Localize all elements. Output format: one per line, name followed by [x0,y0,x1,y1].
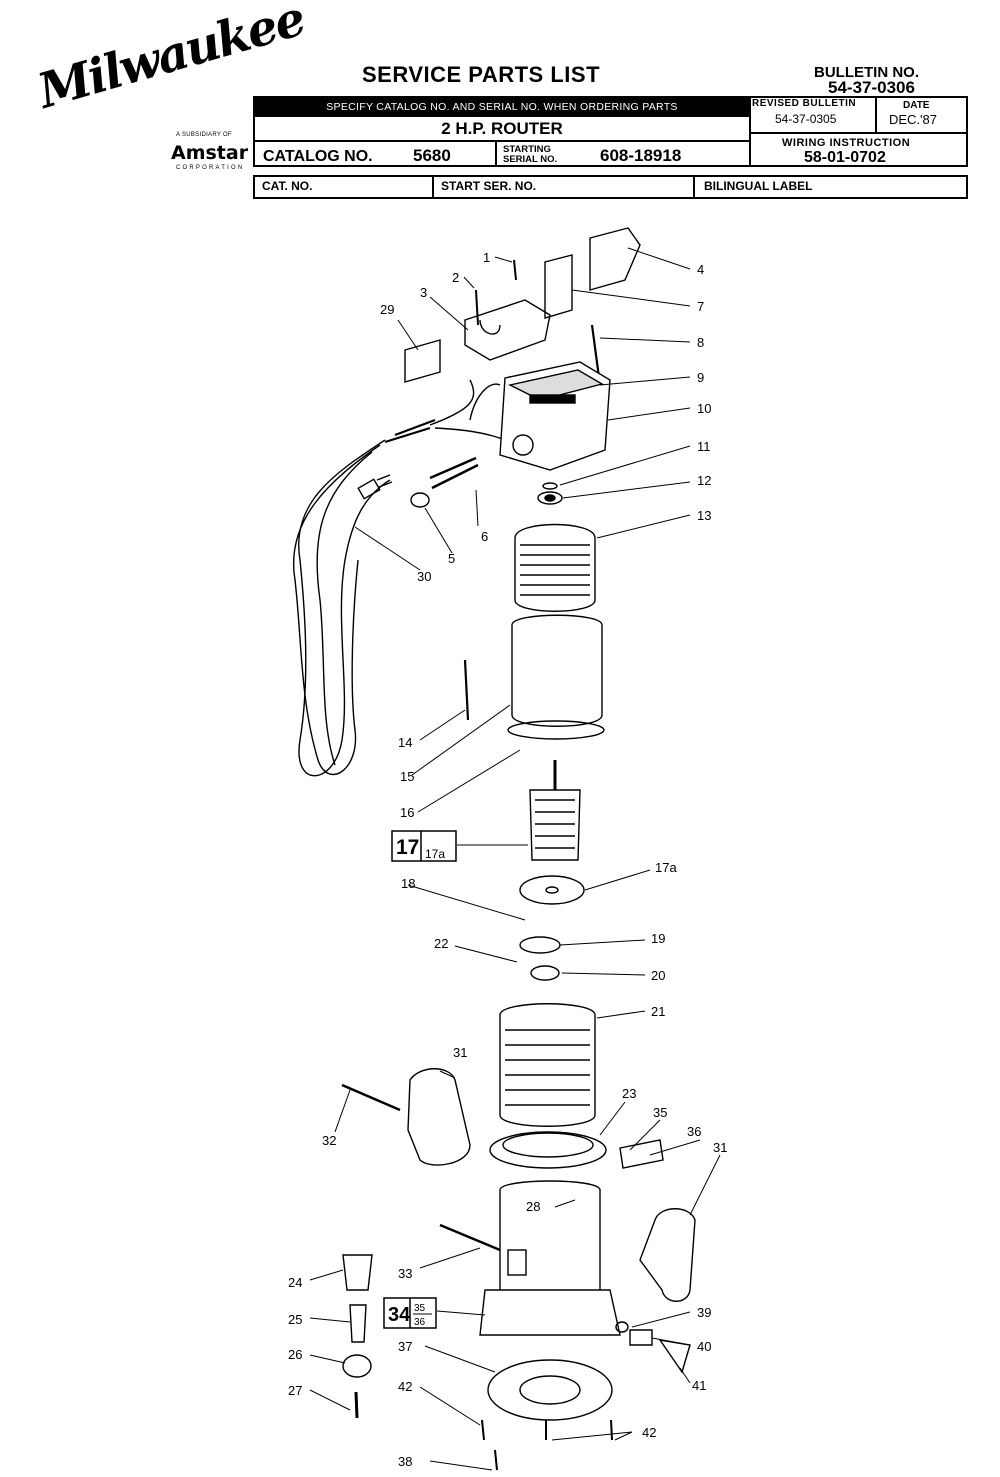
milwaukee-logo: Milwaukee A SUBSIDIARY OF Amstar CORPORA… [28,0,310,192]
callout-11: 11 [697,439,711,454]
row2-divider-2 [693,175,695,199]
callout-25: 25 [288,1312,302,1327]
document-title: SERVICE PARTS LIST [362,62,601,87]
callout-13: 13 [697,508,711,523]
callout-27: 27 [288,1383,302,1398]
callout-36-boxed: 36 [414,1317,426,1328]
bulletin-number: 54-37-0306 [828,78,915,97]
callout-2: 2 [452,270,459,285]
callout-35-boxed: 35 [414,1303,426,1314]
exploded-parts-diagram: 1 2 3 4 5 6 7 8 9 10 11 12 13 14 15 16 1… [288,227,727,1471]
row2-divider-1 [432,175,434,199]
callout-19: 19 [651,931,665,946]
callout-31-left: 31 [453,1045,467,1060]
cat-no-label: CAT. NO. [262,179,313,193]
callout-1: 1 [483,250,490,265]
callout-23: 23 [622,1086,636,1101]
catalog-label: CATALOG NO. [263,148,373,165]
date-divider [875,96,877,134]
wiring-instruction-label: WIRING INSTRUCTION [782,137,911,149]
callout-16: 16 [400,805,414,820]
callout-17a-boxed: 17a [425,847,445,861]
callout-17a: 17a [655,860,677,875]
date-value: DEC.'87 [889,112,938,127]
product-name: 2 H.P. ROUTER [441,119,563,138]
logo-corporation: CORPORATION [176,165,245,171]
callout-10: 10 [697,401,711,416]
callout-4: 4 [697,262,704,277]
starting-serial-label-line2: SERIAL NO. [503,154,558,165]
callout-33: 33 [398,1266,412,1281]
callout-21: 21 [651,1004,665,1019]
callout-28: 28 [526,1199,540,1214]
callout-6: 6 [481,529,488,544]
callout-22: 22 [434,936,448,951]
callout-40: 40 [697,1339,711,1354]
catalog-divider [253,140,751,142]
revised-bulletin-number: 54-37-0305 [775,112,837,126]
callout-42-left: 42 [398,1379,412,1394]
callout-7: 7 [697,299,704,314]
starting-serial-number: 608-18918 [600,146,682,165]
callout-42-right: 42 [642,1425,656,1440]
callout-29: 29 [380,302,394,317]
start-ser-label: START SER. NO. [441,179,537,193]
callout-32: 32 [322,1133,336,1148]
motor-drawing [463,523,607,1169]
callout-8: 8 [697,335,704,350]
callout-26: 26 [288,1347,302,1362]
logo-subsidiary-text: A SUBSIDIARY OF [176,132,232,138]
base-drawing [341,1068,696,1471]
serial-divider [495,140,497,167]
date-label: DATE [903,100,930,111]
callout-36: 36 [687,1124,701,1139]
callout-39: 39 [697,1305,711,1320]
callout-41: 41 [692,1378,706,1393]
callout-5: 5 [448,551,455,566]
callout-18: 18 [401,876,415,891]
callout-34: 34 [388,1304,411,1326]
ordering-banner: SPECIFY CATALOG NO. AND SERIAL NO. WHEN … [255,97,749,117]
callout-17: 17 [396,836,419,859]
upper-parts-drawing [404,227,641,508]
power-cord-drawing [292,379,513,777]
catalog-number: 5680 [413,146,451,165]
starting-serial-label-line1: STARTING [503,144,551,155]
logo-amstar: Amstar [171,142,249,164]
row2-box [253,175,968,199]
bilingual-label: BILINGUAL LABEL [704,179,813,193]
wiring-instruction-number: 58-01-0702 [804,149,886,166]
callout-30: 30 [417,569,431,584]
wiring-divider [749,132,968,134]
revised-bulletin-label: REVISED BULLETIN [752,98,857,109]
callout-38: 38 [398,1454,412,1469]
callout-35: 35 [653,1105,667,1120]
callout-12: 12 [697,473,711,488]
callout-14: 14 [398,735,412,750]
callout-15: 15 [400,769,414,784]
callout-3: 3 [420,285,427,300]
callout-9: 9 [697,370,704,385]
revision-box [749,96,968,167]
starting-serial-label: STARTING SERIAL NO. [503,145,573,165]
bulletin-label: BULLETIN NO. [814,64,919,81]
leader-lines [309,247,721,1471]
callout-box-17 [391,830,457,862]
callout-37: 37 [398,1339,412,1354]
callout-24: 24 [288,1275,302,1290]
callout-20: 20 [651,968,665,983]
callout-31-right: 31 [713,1140,727,1155]
